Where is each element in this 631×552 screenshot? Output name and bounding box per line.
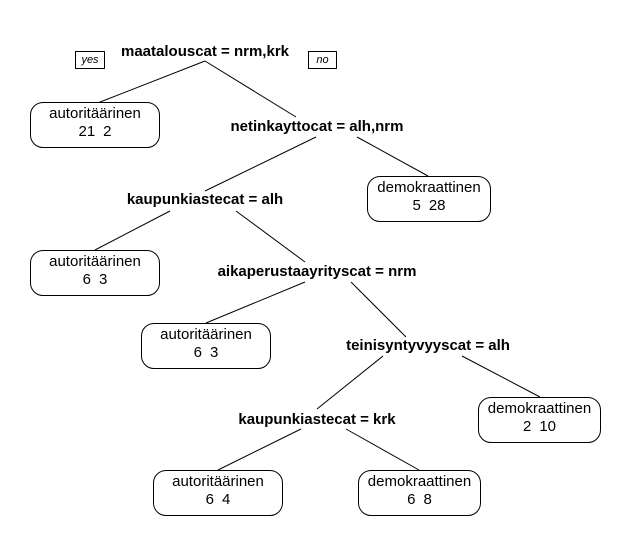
leaf-count: 6 xyxy=(407,491,416,508)
leaf-count: 10 xyxy=(539,418,557,435)
leaf-count: 3 xyxy=(210,344,219,361)
leaf-count: 6 xyxy=(193,344,202,361)
edge-root-right xyxy=(204,60,297,118)
leaf-counts: 21 2 xyxy=(31,123,159,141)
leaf-class: autoritäärinen xyxy=(160,326,252,343)
leaf-node: autoritäärinen 21 2 xyxy=(30,102,160,148)
split-aikaperustaayritys: aikaperustaayrityscat = nrm xyxy=(217,263,417,280)
leaf-count: 8 xyxy=(423,491,432,508)
edge-n6-left xyxy=(217,428,302,471)
leaf-node: demokraattinen 5 28 xyxy=(367,176,491,222)
leaf-count: 4 xyxy=(222,491,231,508)
leaf-class: autoritäärinen xyxy=(49,253,141,270)
edge-n4-left xyxy=(205,281,306,324)
edge-root-left xyxy=(94,60,206,105)
split-teinisyntyvyys: teinisyntyvyyscat = alh xyxy=(346,337,510,354)
edge-n6-right xyxy=(345,428,420,471)
edge-n4-right xyxy=(350,281,407,338)
leaf-counts: 2 10 xyxy=(479,418,600,436)
edge-n5-left xyxy=(316,355,384,410)
yes-tag: yes xyxy=(75,51,105,69)
leaf-class: demokraattinen xyxy=(367,473,472,490)
leaf-count: 2 xyxy=(522,418,532,435)
split-kaupunkiaste-alh: kaupunkiastecat = alh xyxy=(126,191,284,208)
edge-n5-right xyxy=(461,355,541,398)
no-tag: no xyxy=(308,51,337,69)
leaf-count: 21 xyxy=(78,123,96,140)
leaf-class: demokraattinen xyxy=(377,179,481,196)
leaf-count: 6 xyxy=(82,271,91,288)
leaf-class: autoritäärinen xyxy=(172,473,264,490)
split-kaupunkiaste-krk: kaupunkiastecat = krk xyxy=(238,411,396,428)
leaf-node: demokraattinen 2 10 xyxy=(478,397,601,443)
leaf-class: demokraattinen xyxy=(487,400,592,417)
edge-n3-right xyxy=(235,210,306,263)
edge-n3-left xyxy=(94,210,171,251)
split-root: maatalouscat = nrm,krk xyxy=(121,43,289,60)
leaf-class: autoritäärinen xyxy=(49,105,141,122)
leaf-count: 2 xyxy=(103,123,112,140)
edge-n2-right xyxy=(356,136,429,177)
leaf-count: 6 xyxy=(205,491,214,508)
edge-n2-left xyxy=(204,136,317,192)
leaf-count: 5 xyxy=(412,197,421,214)
leaf-count: 3 xyxy=(99,271,108,288)
leaf-counts: 5 28 xyxy=(368,197,490,215)
split-netinkaytto: netinkayttocat = alh,nrm xyxy=(230,118,404,135)
leaf-count: 28 xyxy=(428,197,446,214)
